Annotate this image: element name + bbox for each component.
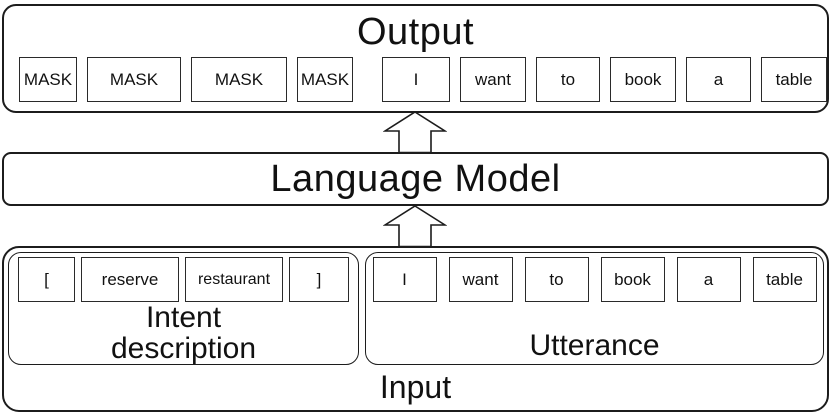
output-token-mask-2: MASK <box>87 57 181 102</box>
up-arrow-icon <box>383 111 447 153</box>
output-token-table: table <box>761 57 827 102</box>
intent-token-open-bracket: [ <box>18 257 75 302</box>
output-token-mask-1: MASK <box>19 57 77 102</box>
output-token-a: a <box>686 57 751 102</box>
intent-token-restaurant: restaurant <box>185 257 283 302</box>
language-model-title: Language Model <box>270 157 561 200</box>
utterance-box: I want to book a table Utterance <box>365 252 824 365</box>
language-model-box: Language Model <box>2 152 829 206</box>
input-box: [ reserve restaurant ] Intent descriptio… <box>2 246 829 412</box>
utterance-token-want: want <box>448 257 513 302</box>
output-title: Output <box>356 11 475 53</box>
output-token-book: book <box>610 57 676 102</box>
output-token-want: want <box>460 57 526 102</box>
output-token-row: MASK MASK MASK MASK I want to book a tab… <box>4 57 827 102</box>
intent-token-reserve: reserve <box>81 257 179 302</box>
utterance-token-a: a <box>676 257 741 302</box>
output-token-mask-3: MASK <box>191 57 287 102</box>
output-token-i: I <box>382 57 450 102</box>
output-box: Output MASK MASK MASK MASK I want to boo… <box>2 4 829 113</box>
utterance-token-to: to <box>524 257 589 302</box>
intent-description-box: [ reserve restaurant ] Intent descriptio… <box>8 252 359 365</box>
utterance-token-table: table <box>752 257 817 302</box>
up-arrow-icon <box>383 205 447 247</box>
utterance-label: Utterance <box>529 329 660 362</box>
utterance-token-i: I <box>372 257 437 302</box>
output-token-to: to <box>536 57 600 102</box>
input-title: Input <box>379 369 452 405</box>
output-token-mask-4: MASK <box>297 57 353 102</box>
utterance-token-book: book <box>600 257 665 302</box>
intent-token-row: [ reserve restaurant ] <box>9 257 358 302</box>
intent-token-close-bracket: ] <box>289 257 349 302</box>
intent-description-label: Intent description <box>110 301 257 365</box>
utterance-token-row: I want to book a table <box>366 257 823 302</box>
